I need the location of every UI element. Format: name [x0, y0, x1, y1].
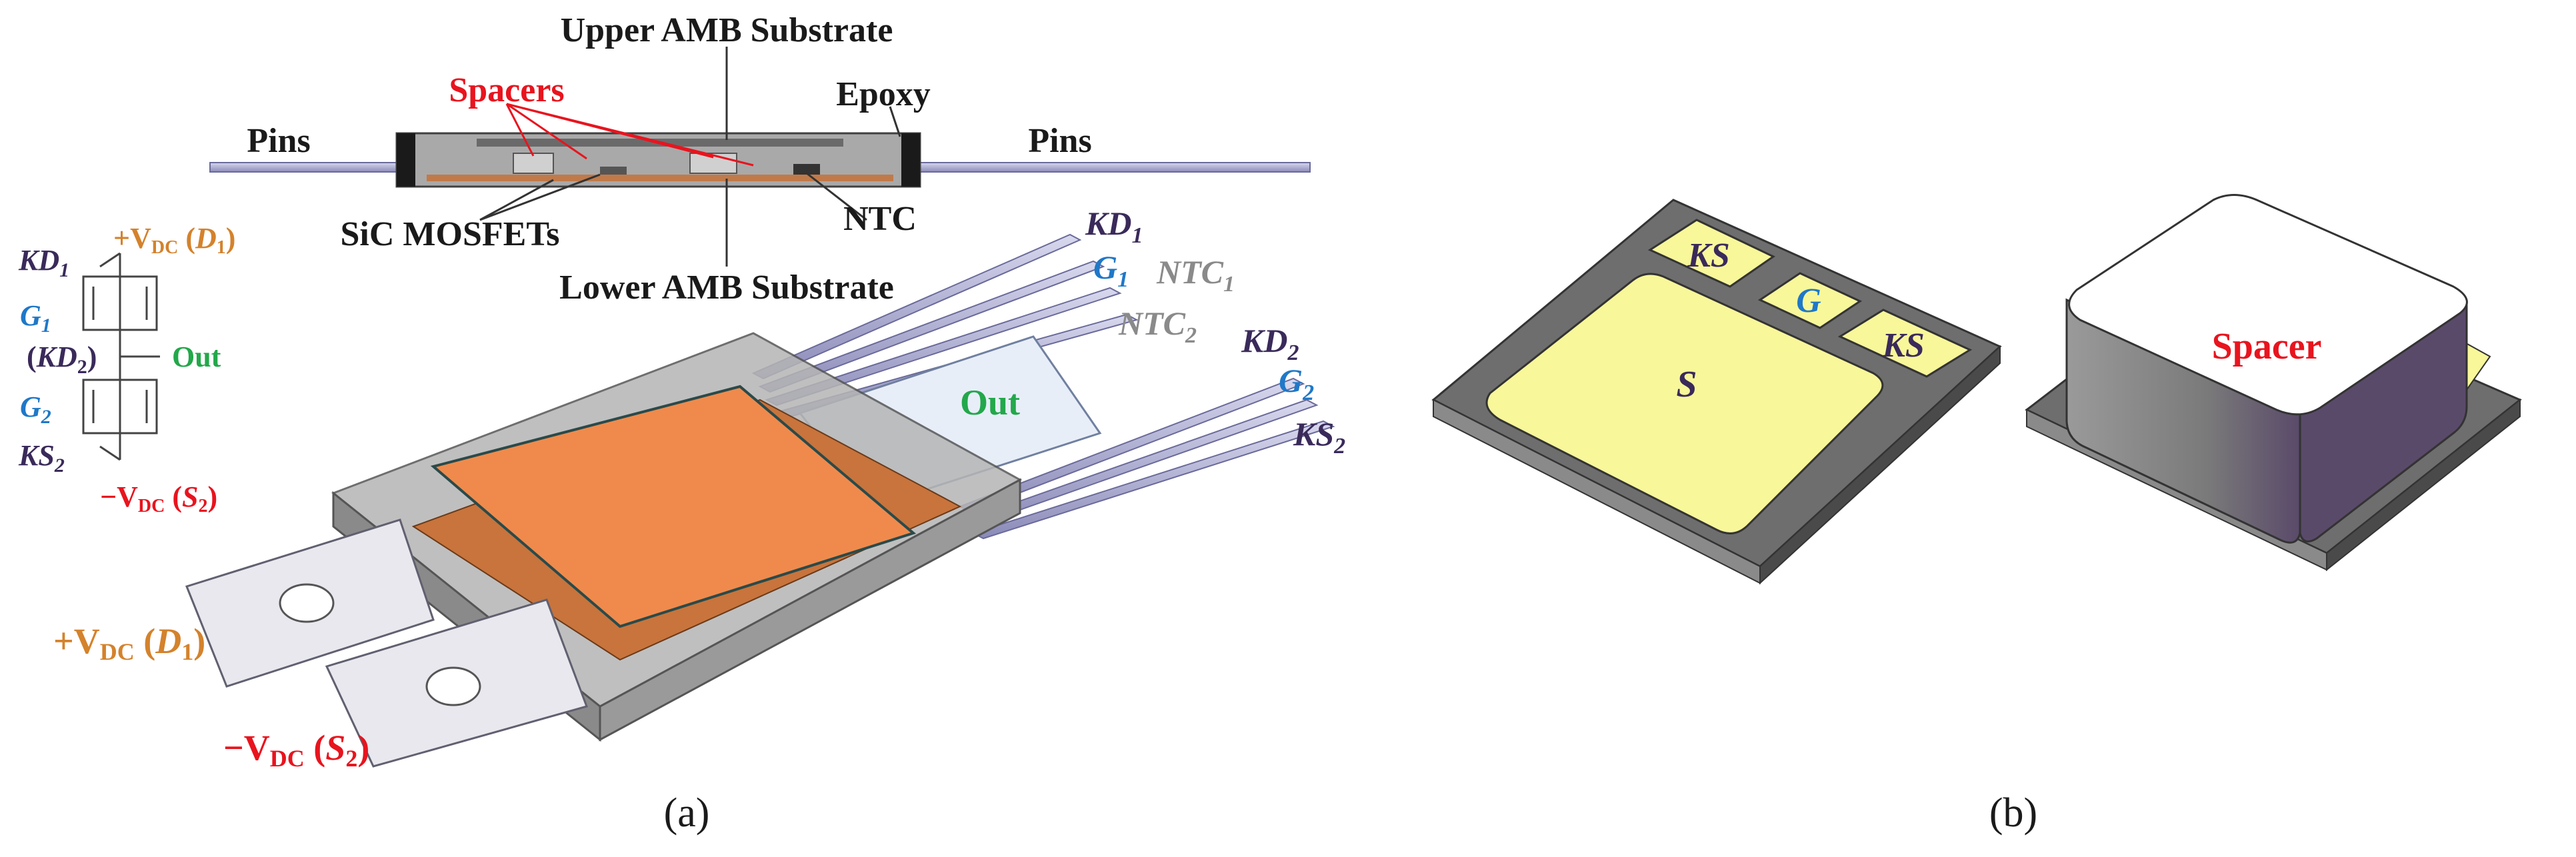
- power-module-3d: [185, 233, 1335, 768]
- half-bridge-schematic: [82, 252, 160, 461]
- lower-substrate-label: Lower AMB Substrate: [559, 269, 894, 307]
- cross-section: [209, 47, 1311, 267]
- spacer-top: [2068, 194, 2468, 416]
- schematic-kd1: KD1: [18, 244, 69, 281]
- module-g2: G2: [1279, 362, 1314, 405]
- module-kd1: KD1: [1085, 205, 1143, 248]
- ks-right-pad: [1837, 309, 1973, 378]
- pins-right-label: Pins: [1028, 122, 1091, 160]
- module-ks2: KS2: [1293, 415, 1345, 458]
- ks-top-pad: [1647, 219, 1775, 288]
- vminus-hole: [425, 666, 481, 706]
- schematic-g1: G1: [20, 299, 51, 337]
- sic-chip-3d: [1431, 199, 2002, 585]
- caption-a: (a): [664, 790, 710, 836]
- module-ntc1: NTC1: [1156, 253, 1235, 297]
- schematic-ks2: KS2: [18, 439, 65, 476]
- ntc-chip: [793, 164, 820, 175]
- spacer-side: [2065, 298, 2301, 544]
- spacer-label: Spacer: [2212, 326, 2322, 367]
- module-vminus: −VDC (S2): [223, 728, 369, 772]
- epoxy-label: Epoxy: [836, 75, 931, 113]
- schematic-out: Out: [172, 341, 221, 373]
- schematic-g2: G2: [20, 391, 51, 428]
- gate-pad: [1757, 272, 1863, 329]
- spacers-label: Spacers: [449, 71, 564, 109]
- schematic-vdc-minus: −VDC (S2): [100, 480, 217, 516]
- lower-substrate: [427, 175, 893, 181]
- spacer-chip-side-right: [2326, 398, 2521, 572]
- ntc-label: NTC: [843, 200, 917, 238]
- chip-ks-right: KS: [1881, 327, 1925, 365]
- schematic-vdc-plus: +VDC (D1): [113, 222, 235, 258]
- source-pad: [1485, 273, 1884, 534]
- module-out: Out: [960, 383, 1020, 423]
- epoxy-left: [397, 133, 415, 187]
- chip-ks-top: KS: [1687, 237, 1730, 275]
- schematic-kd2: (KD2): [27, 341, 97, 378]
- chip-s: S: [1676, 364, 1697, 405]
- chip-g: G: [1796, 282, 1821, 320]
- upper-copper: [430, 385, 917, 628]
- chip-side-right: [1759, 345, 2001, 585]
- pin-ks2: [971, 420, 1335, 540]
- module-kd2: KD2: [1241, 322, 1299, 365]
- sic-mosfets-label: SiC MOSFETs: [341, 215, 560, 253]
- vplus-hole: [279, 583, 335, 623]
- caption-b: (b): [1989, 790, 2037, 836]
- spacer-side-right: [2299, 301, 2468, 542]
- module-ntc2: NTC2: [1118, 305, 1197, 348]
- spacer-block: [513, 153, 554, 174]
- pins-left-label: Pins: [247, 122, 310, 160]
- module-vplus: +VDC (D1): [53, 621, 205, 665]
- upper-substrate-label: Upper AMB Substrate: [561, 11, 893, 49]
- epoxy-right: [901, 133, 920, 187]
- module-g1: G1: [1093, 249, 1129, 292]
- housing-front-right: [599, 478, 1021, 742]
- spacer-3d: [2025, 194, 2522, 572]
- mosfet-chip: [600, 167, 627, 175]
